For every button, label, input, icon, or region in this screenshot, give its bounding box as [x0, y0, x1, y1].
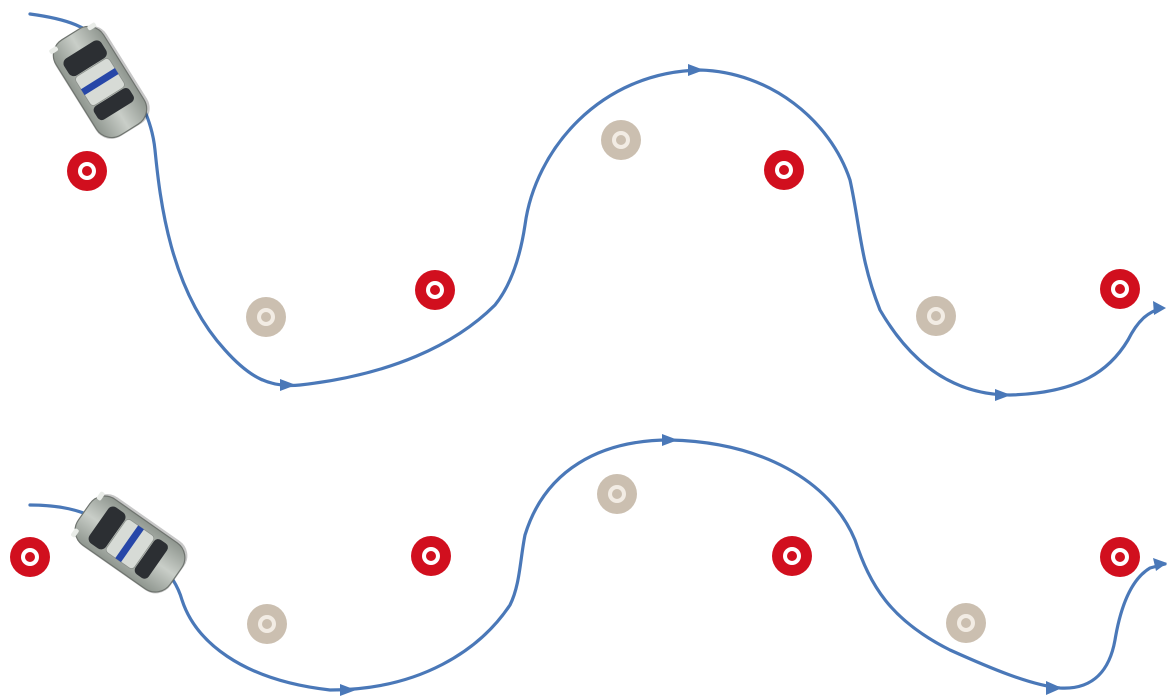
active-cone-target-icon [1100, 537, 1140, 577]
active-cone-target-icon [411, 536, 451, 576]
direction-arrow-icon [1046, 681, 1062, 695]
active-cone-target-icon [10, 537, 50, 577]
inactive-cone-target-icon [597, 474, 637, 514]
active-cone-target-icon [772, 536, 812, 576]
direction-arrow-icon [688, 64, 704, 76]
active-cone-target-icon [1100, 269, 1140, 309]
direction-arrow-icon [340, 684, 356, 696]
direction-arrow-icon [1153, 558, 1167, 571]
police-car-icon [49, 22, 150, 139]
inactive-cone-target-icon [601, 120, 641, 160]
direction-arrow-icon [1153, 301, 1166, 315]
direction-arrow-icon [662, 434, 678, 446]
route-path [28, 438, 1167, 692]
inactive-cone-target-icon [246, 297, 286, 337]
active-cone-target-icon [764, 150, 804, 190]
inactive-cone-target-icon [916, 296, 956, 336]
active-cone-target-icon [67, 151, 107, 191]
route-path [28, 12, 1164, 397]
police-car-icon [71, 491, 188, 594]
direction-arrow-icon [995, 389, 1011, 401]
inactive-cone-target-icon [247, 604, 287, 644]
slalom-diagram-2 [10, 434, 1167, 696]
inactive-cone-target-icon [946, 603, 986, 643]
active-cone-target-icon [415, 270, 455, 310]
slalom-diagram-1 [28, 12, 1166, 401]
direction-arrow-icon [280, 379, 296, 391]
